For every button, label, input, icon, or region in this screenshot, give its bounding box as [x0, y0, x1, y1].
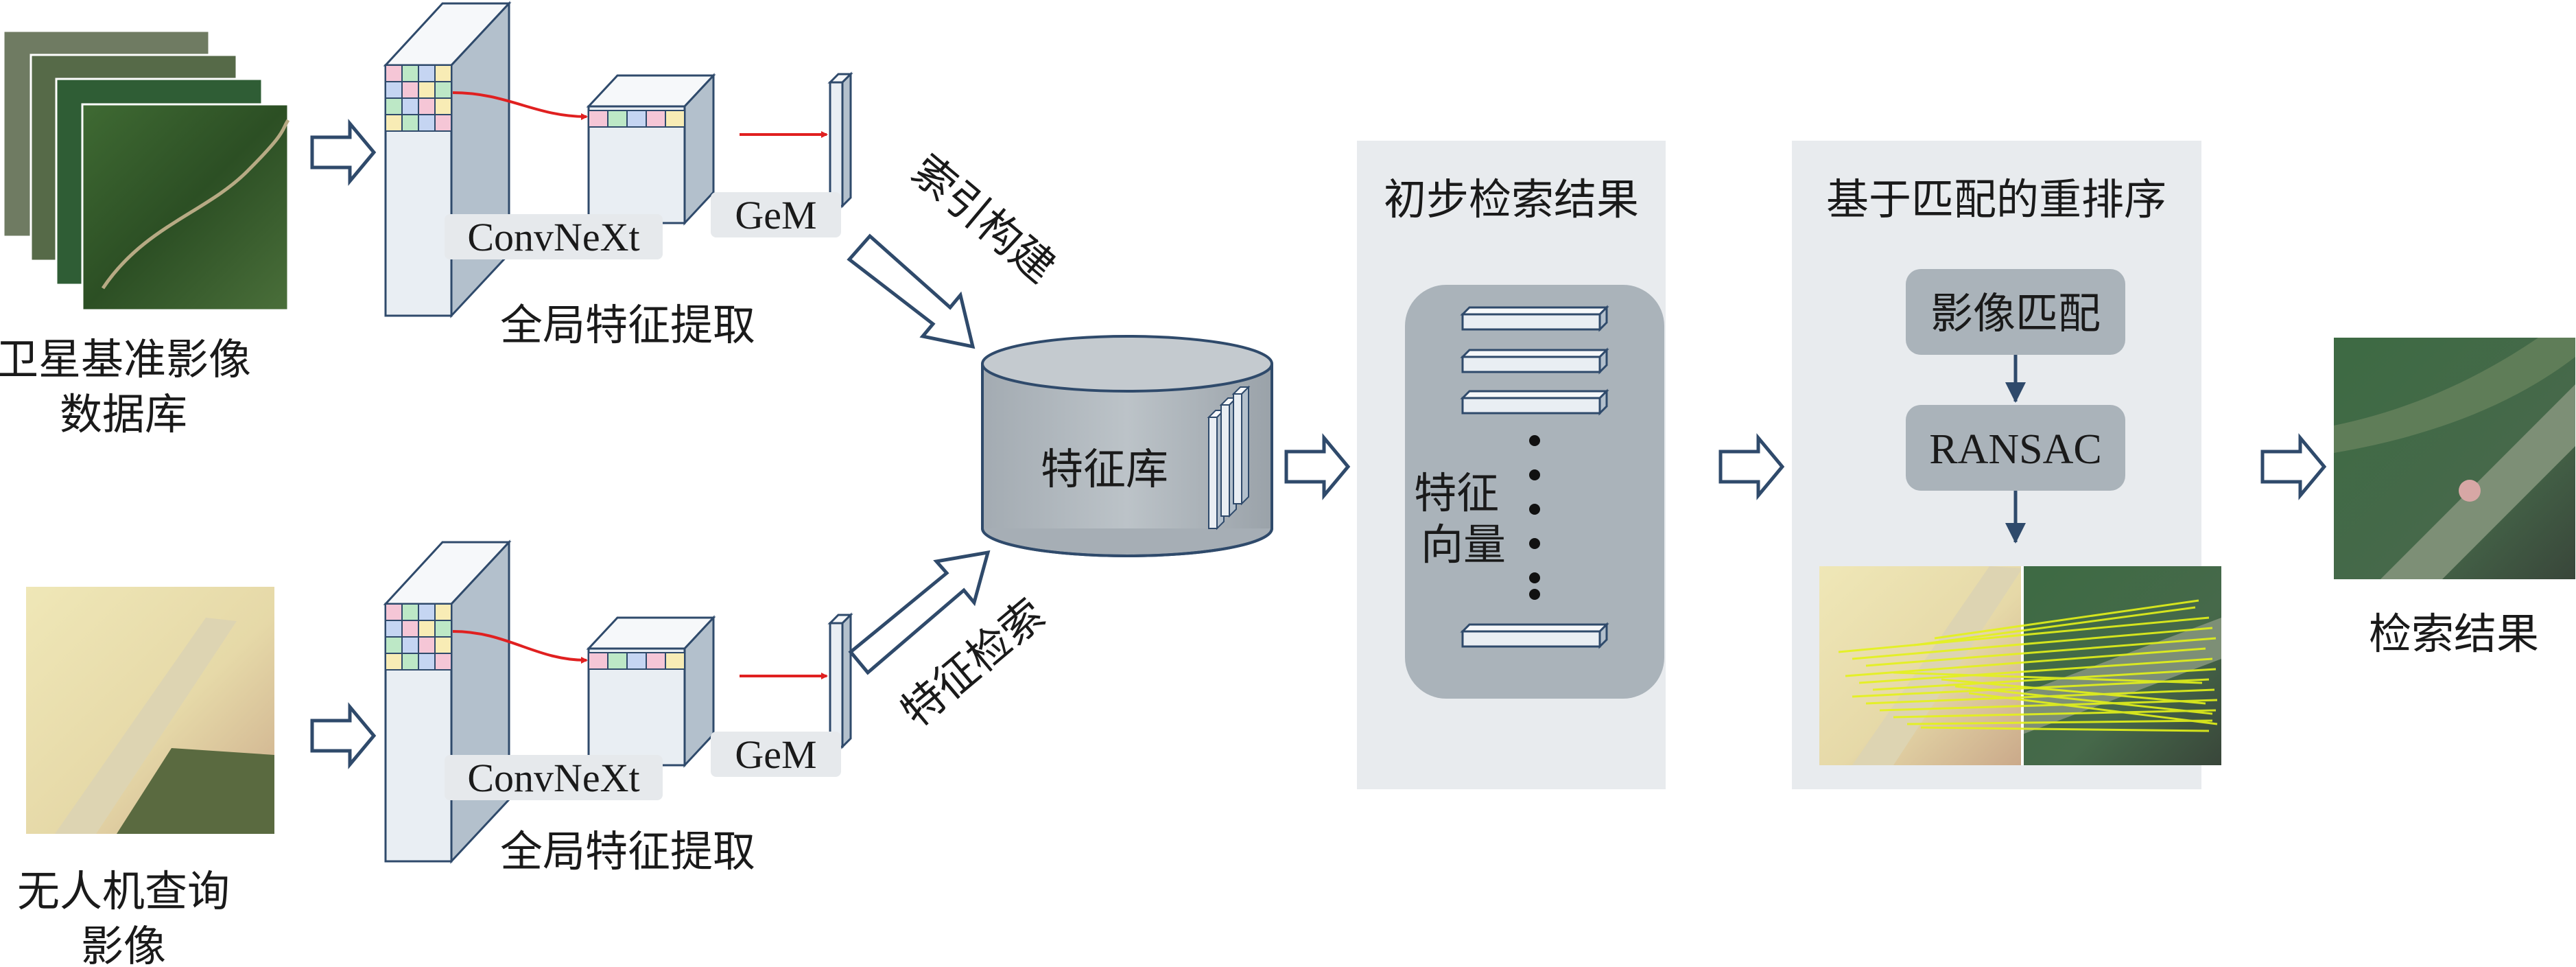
- feature-retrieval-arrow: [848, 550, 991, 675]
- convnext-label-bg-bottom: [445, 755, 663, 800]
- feature-db-label: 特征库: [1041, 444, 1168, 494]
- hollow-arrow-uav-in: [310, 702, 377, 769]
- vector-bars: [1460, 305, 1609, 649]
- final-result-image: [2334, 338, 2575, 579]
- hollow-arrow-db-out: [1284, 433, 1351, 500]
- satellite-road: [101, 119, 290, 290]
- database-vectors: [1207, 385, 1251, 531]
- satellite-tile-front: [81, 103, 289, 312]
- feature-database: 特征库: [981, 335, 1273, 557]
- cell-grid-top: [385, 65, 452, 132]
- cell-grid-bottom: [385, 603, 452, 671]
- hollow-arrow-satellite-in: [310, 119, 377, 186]
- feature-vector-label: 特征 向量: [1414, 468, 1513, 570]
- convnext-label-top: ConvNeXt: [467, 215, 639, 259]
- hollow-arrow-to-rerank: [1718, 433, 1785, 500]
- image-matching-box: [1906, 269, 2125, 355]
- gem-label-bg-bottom: [711, 732, 841, 777]
- satellite-db-label-2: 数据库: [60, 389, 187, 439]
- index-build-label: 索引构建: [902, 145, 1065, 292]
- final-result-label: 检索结果: [2369, 609, 2539, 659]
- feature-extractor-bottom: [383, 539, 853, 864]
- feature-extractor-top: [383, 1, 853, 318]
- vector-list-box: [1405, 285, 1664, 699]
- rerank-title: 基于匹配的重排序: [1826, 174, 2166, 224]
- red-arrow-top-1: [452, 91, 588, 120]
- global-feature-label-bottom: 全局特征提取: [500, 826, 755, 876]
- image-matching-label: 影像匹配: [1930, 288, 2101, 338]
- initial-results-title: 初步检索结果: [1384, 174, 1639, 224]
- gem-vector-top: [829, 81, 844, 207]
- uav-query-label-1: 无人机查询: [17, 866, 230, 916]
- convnext-label-bottom: ConvNeXt: [467, 756, 639, 800]
- gem-label-bg-top: [711, 192, 841, 237]
- satellite-image-stack: [2, 30, 290, 312]
- index-build-arrow: [847, 233, 976, 349]
- global-feature-label-top: 全局特征提取: [500, 300, 755, 350]
- hollow-arrow-to-result: [2260, 433, 2327, 500]
- ransac-label: RANSAC: [1929, 426, 2102, 473]
- uav-query-label-2: 影像: [81, 921, 166, 967]
- red-arrow-bottom-1: [452, 630, 588, 664]
- database-top: [981, 335, 1273, 393]
- rerank-panel: 基于匹配的重排序 影像匹配 RANSAC: [1792, 141, 2221, 789]
- gem-vector-bottom: [829, 622, 844, 748]
- convnext-label-bg-top: [445, 214, 663, 259]
- ransac-box: [1906, 405, 2125, 491]
- match-visualization: [1819, 566, 2221, 765]
- gem-label-top: GeM: [735, 193, 816, 237]
- satellite-db-label-1: 卫星基准影像: [0, 334, 251, 384]
- initial-results-panel: 初步检索结果 特征 向量: [1357, 141, 1666, 789]
- gem-label-bottom: GeM: [735, 732, 816, 777]
- uav-query-image: [26, 587, 274, 834]
